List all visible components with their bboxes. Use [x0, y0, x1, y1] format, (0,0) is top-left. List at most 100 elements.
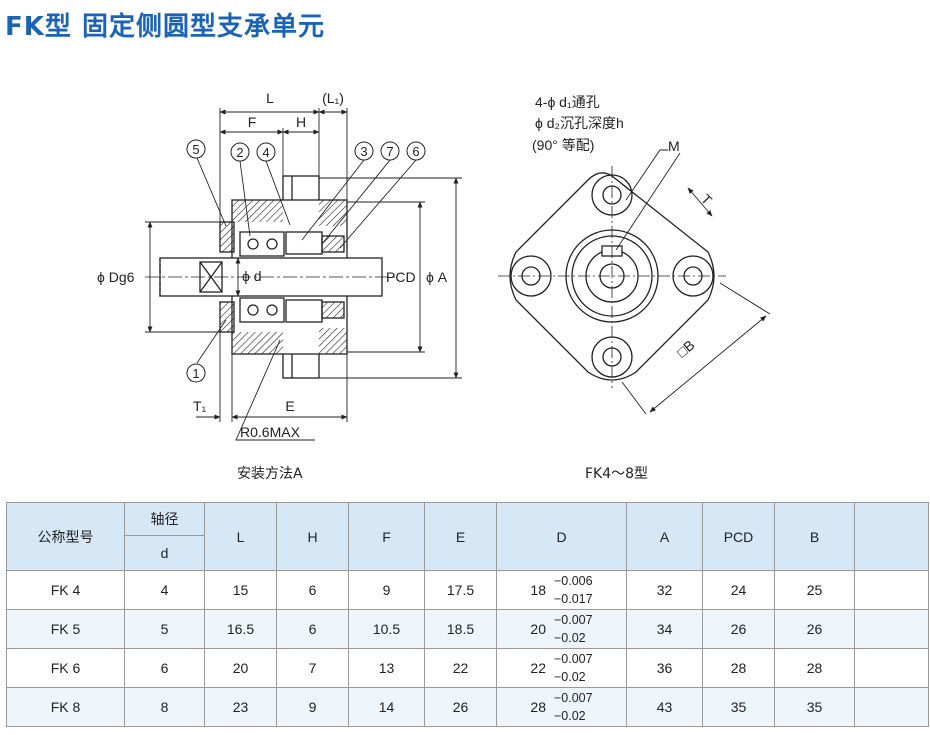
caption-install-a: 安装方法A	[237, 466, 303, 482]
cell-E: 17.5	[424, 570, 497, 610]
cell-D-lower: −0.02	[553, 709, 586, 723]
header-A: A	[626, 502, 703, 571]
caption-fk-range: FK4～8型	[585, 466, 649, 482]
cell-extra	[854, 570, 929, 610]
cell-d: 6	[124, 648, 205, 688]
cell-extra	[854, 687, 929, 727]
cell-B: 35	[774, 687, 855, 727]
table-row: FK 4 4 15 6 9 17.5 18−0.006−0.017 32 24 …	[6, 570, 929, 610]
cell-L: 15	[204, 570, 277, 610]
dim-R: R0.6MAX	[240, 424, 301, 440]
label-T: T	[698, 191, 716, 209]
cell-D-nominal: 28	[530, 699, 546, 715]
callout-1: 1	[192, 366, 199, 381]
cell-D-nominal: 18	[530, 582, 546, 598]
section-view	[159, 175, 383, 379]
dim-F: F	[248, 114, 257, 130]
cell-d: 4	[124, 570, 205, 610]
cell-F: 10.5	[348, 609, 425, 649]
header-H: H	[276, 502, 349, 571]
cell-D-nominal: 22	[530, 660, 546, 676]
cell-D: 20 −0.007 −0.02	[496, 609, 627, 649]
cell-F: 14	[348, 687, 425, 727]
table-row: FK 6 6 20 7 13 22 22 −0.007 −0.02 36 28 28	[6, 648, 929, 688]
cell-H: 6	[276, 609, 349, 649]
cell-H: 7	[276, 648, 349, 688]
technical-drawings: 5 2 4 3 7 6 1 L (L₁) F H ϕ Dg6 ϕ d PCD ϕ…	[97, 90, 771, 441]
cell-D-upper: −0.007	[553, 691, 593, 705]
callout-3: 3	[360, 144, 367, 159]
cell-B: 26	[774, 609, 855, 649]
note-through-holes: 4-ϕ d₁通孔	[535, 94, 600, 110]
header-model: 公称型号	[6, 502, 125, 571]
label-M: M	[668, 138, 680, 154]
callout-5: 5	[192, 142, 199, 157]
header-B: B	[774, 502, 855, 571]
cell-L: 16.5	[204, 609, 277, 649]
cell-H: 6	[276, 570, 349, 610]
cell-D-lower: −0.02	[553, 631, 586, 645]
cell-L: 20	[204, 648, 277, 688]
header-E: E	[424, 502, 497, 571]
callout-2: 2	[236, 145, 243, 160]
cell-d: 5	[124, 609, 205, 649]
dim-H: H	[296, 114, 306, 130]
dim-A: ϕ A	[426, 269, 448, 285]
dim-Dg6: ϕ Dg6	[97, 269, 135, 285]
cell-A: 36	[626, 648, 703, 688]
cell-D: 22 −0.007 −0.02	[496, 648, 627, 688]
label-B: □B	[674, 337, 698, 361]
header-d: d	[124, 535, 205, 571]
cell-E: 26	[424, 687, 497, 727]
table-row: FK 8 8 23 9 14 26 28 −0.007 −0.02 43 35 35	[6, 687, 929, 727]
cell-A: 32	[626, 570, 703, 610]
cell-L: 23	[204, 687, 277, 727]
cell-A: 43	[626, 687, 703, 727]
header-L: L	[204, 502, 277, 571]
callout-7: 7	[386, 144, 393, 159]
cell-D-upper: −0.007	[553, 613, 593, 627]
header-extra	[854, 502, 929, 571]
cell-B: 28	[774, 648, 855, 688]
cell-D-lower: −0.02	[553, 670, 586, 684]
header-shaft: 轴径	[124, 502, 205, 536]
cell-B: 25	[774, 570, 855, 610]
callout-6: 6	[412, 144, 419, 159]
cell-d: 8	[124, 687, 205, 727]
note-counterbore: ϕ d₂沉孔深度h	[535, 115, 624, 131]
cell-F: 9	[348, 570, 425, 610]
dim-T1: T₁	[193, 398, 207, 414]
dim-E: E	[285, 398, 294, 414]
cell-model: FK 6	[6, 648, 125, 688]
cell-model: FK 4	[6, 570, 125, 610]
dim-PCD: PCD	[386, 269, 416, 285]
cell-PCD: 26	[702, 609, 775, 649]
cell-D-lower: −0.017	[553, 592, 593, 606]
dim-L: L	[266, 90, 274, 106]
cell-D: 28 −0.007 −0.02	[496, 687, 627, 727]
cell-extra	[854, 648, 929, 688]
callout-4: 4	[262, 145, 269, 160]
dim-L1: (L₁)	[322, 90, 344, 106]
cell-F: 13	[348, 648, 425, 688]
table-row: FK 5 5 16.5 6 10.5 18.5 20 −0.007 −0.02 34…	[6, 609, 929, 649]
cell-PCD: 28	[702, 648, 775, 688]
cell-E: 18.5	[424, 609, 497, 649]
cell-A: 34	[626, 609, 703, 649]
cell-PCD: 35	[702, 687, 775, 727]
header-PCD: PCD	[702, 502, 775, 571]
cell-PCD: 24	[702, 570, 775, 610]
spec-table: 公称型号 轴径 L H F E D A PCD B d FK 4 4 15 6 …	[6, 502, 929, 727]
cell-extra	[854, 609, 929, 649]
cell-D-upper: −0.007	[553, 652, 593, 666]
cell-D-nominal: 20	[530, 621, 546, 637]
cell-H: 9	[276, 687, 349, 727]
header-F: F	[348, 502, 425, 571]
cell-model: FK 8	[6, 687, 125, 727]
cell-D-upper: −0.006	[553, 574, 593, 588]
page-title: FK型 固定侧圆型支承单元	[5, 12, 325, 42]
cell-E: 22	[424, 648, 497, 688]
cell-model: FK 5	[6, 609, 125, 649]
dim-d: ϕ d	[242, 268, 262, 284]
cell-D: 18 −0.006 −0.017	[496, 570, 627, 610]
